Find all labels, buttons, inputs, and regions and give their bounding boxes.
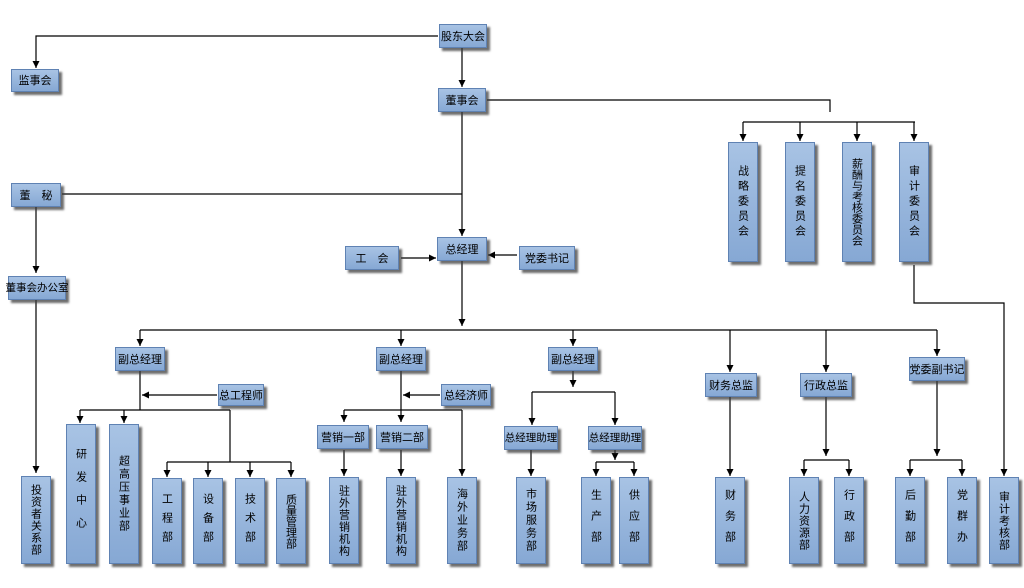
logistics-dept-box: 后勤部 [895, 477, 925, 564]
general-manager-box: 总经理 [437, 237, 487, 261]
shareholders-meeting-box: 股东大会 [439, 24, 487, 48]
gm-assistant-1-box: 总经理助理 [504, 426, 558, 450]
equipment-dept-box: 设备部 [193, 478, 223, 564]
quality-mgmt-dept-box: 质量管理部 [276, 478, 306, 564]
party-deputy-secretary-box: 党委副书记 [909, 357, 965, 381]
compensation-committee-box: 薪酬与考核委员会 [842, 142, 872, 262]
uhv-division-box: 超高压事业部 [109, 424, 139, 564]
chief-economist-box: 总经济师 [441, 384, 491, 406]
party-secretary-box: 党委书记 [519, 246, 575, 270]
strategy-committee-box: 战略委员会 [728, 142, 758, 262]
technology-dept-box: 技术部 [235, 478, 265, 564]
overseas-business-dept-box: 海外业务部 [447, 477, 477, 564]
board-office-box: 董事会办公室 [6, 276, 69, 300]
administration-dept-box: 行政部 [834, 477, 864, 564]
market-service-dept-box: 市场服务部 [516, 477, 546, 564]
supervisory-board-box: 监事会 [11, 69, 59, 92]
audit-assessment-dept-box: 审计考核部 [989, 477, 1019, 564]
audit-committee-box: 审计委员会 [899, 142, 929, 262]
supply-dept-box: 供应部 [619, 477, 649, 564]
overseas-sales-office-1-box: 驻外营销机构 [329, 477, 359, 564]
sales-dept-2-box: 营销二部 [376, 425, 428, 449]
finance-dept-box: 财务部 [715, 477, 745, 564]
investor-relations-box: 投资者关系部 [21, 476, 51, 564]
overseas-sales-office-2-box: 驻外营销机构 [386, 477, 416, 564]
gm-assistant-2-box: 总经理助理 [588, 426, 642, 450]
chief-engineer-box: 总工程师 [218, 384, 264, 406]
board-of-directors-box: 董事会 [438, 88, 486, 112]
production-dept-box: 生产部 [581, 477, 611, 564]
vice-gm-3-box: 副总经理 [548, 347, 598, 371]
rd-center-box: 研发中心 [66, 424, 96, 564]
finance-director-box: 财务总监 [705, 373, 757, 397]
hr-dept-box: 人力资源部 [789, 477, 819, 564]
labor-union-box: 工 会 [345, 246, 399, 270]
nomination-committee-box: 提名委员会 [785, 142, 815, 262]
sales-dept-1-box: 营销一部 [317, 425, 369, 449]
vice-gm-2-box: 副总经理 [376, 347, 426, 371]
engineering-dept-box: 工程部 [152, 478, 182, 564]
board-secretary-box: 董 秘 [11, 183, 61, 207]
vice-gm-1-box: 副总经理 [115, 347, 165, 371]
party-masses-office-box: 党群办 [947, 477, 977, 564]
admin-director-box: 行政总监 [800, 373, 852, 397]
